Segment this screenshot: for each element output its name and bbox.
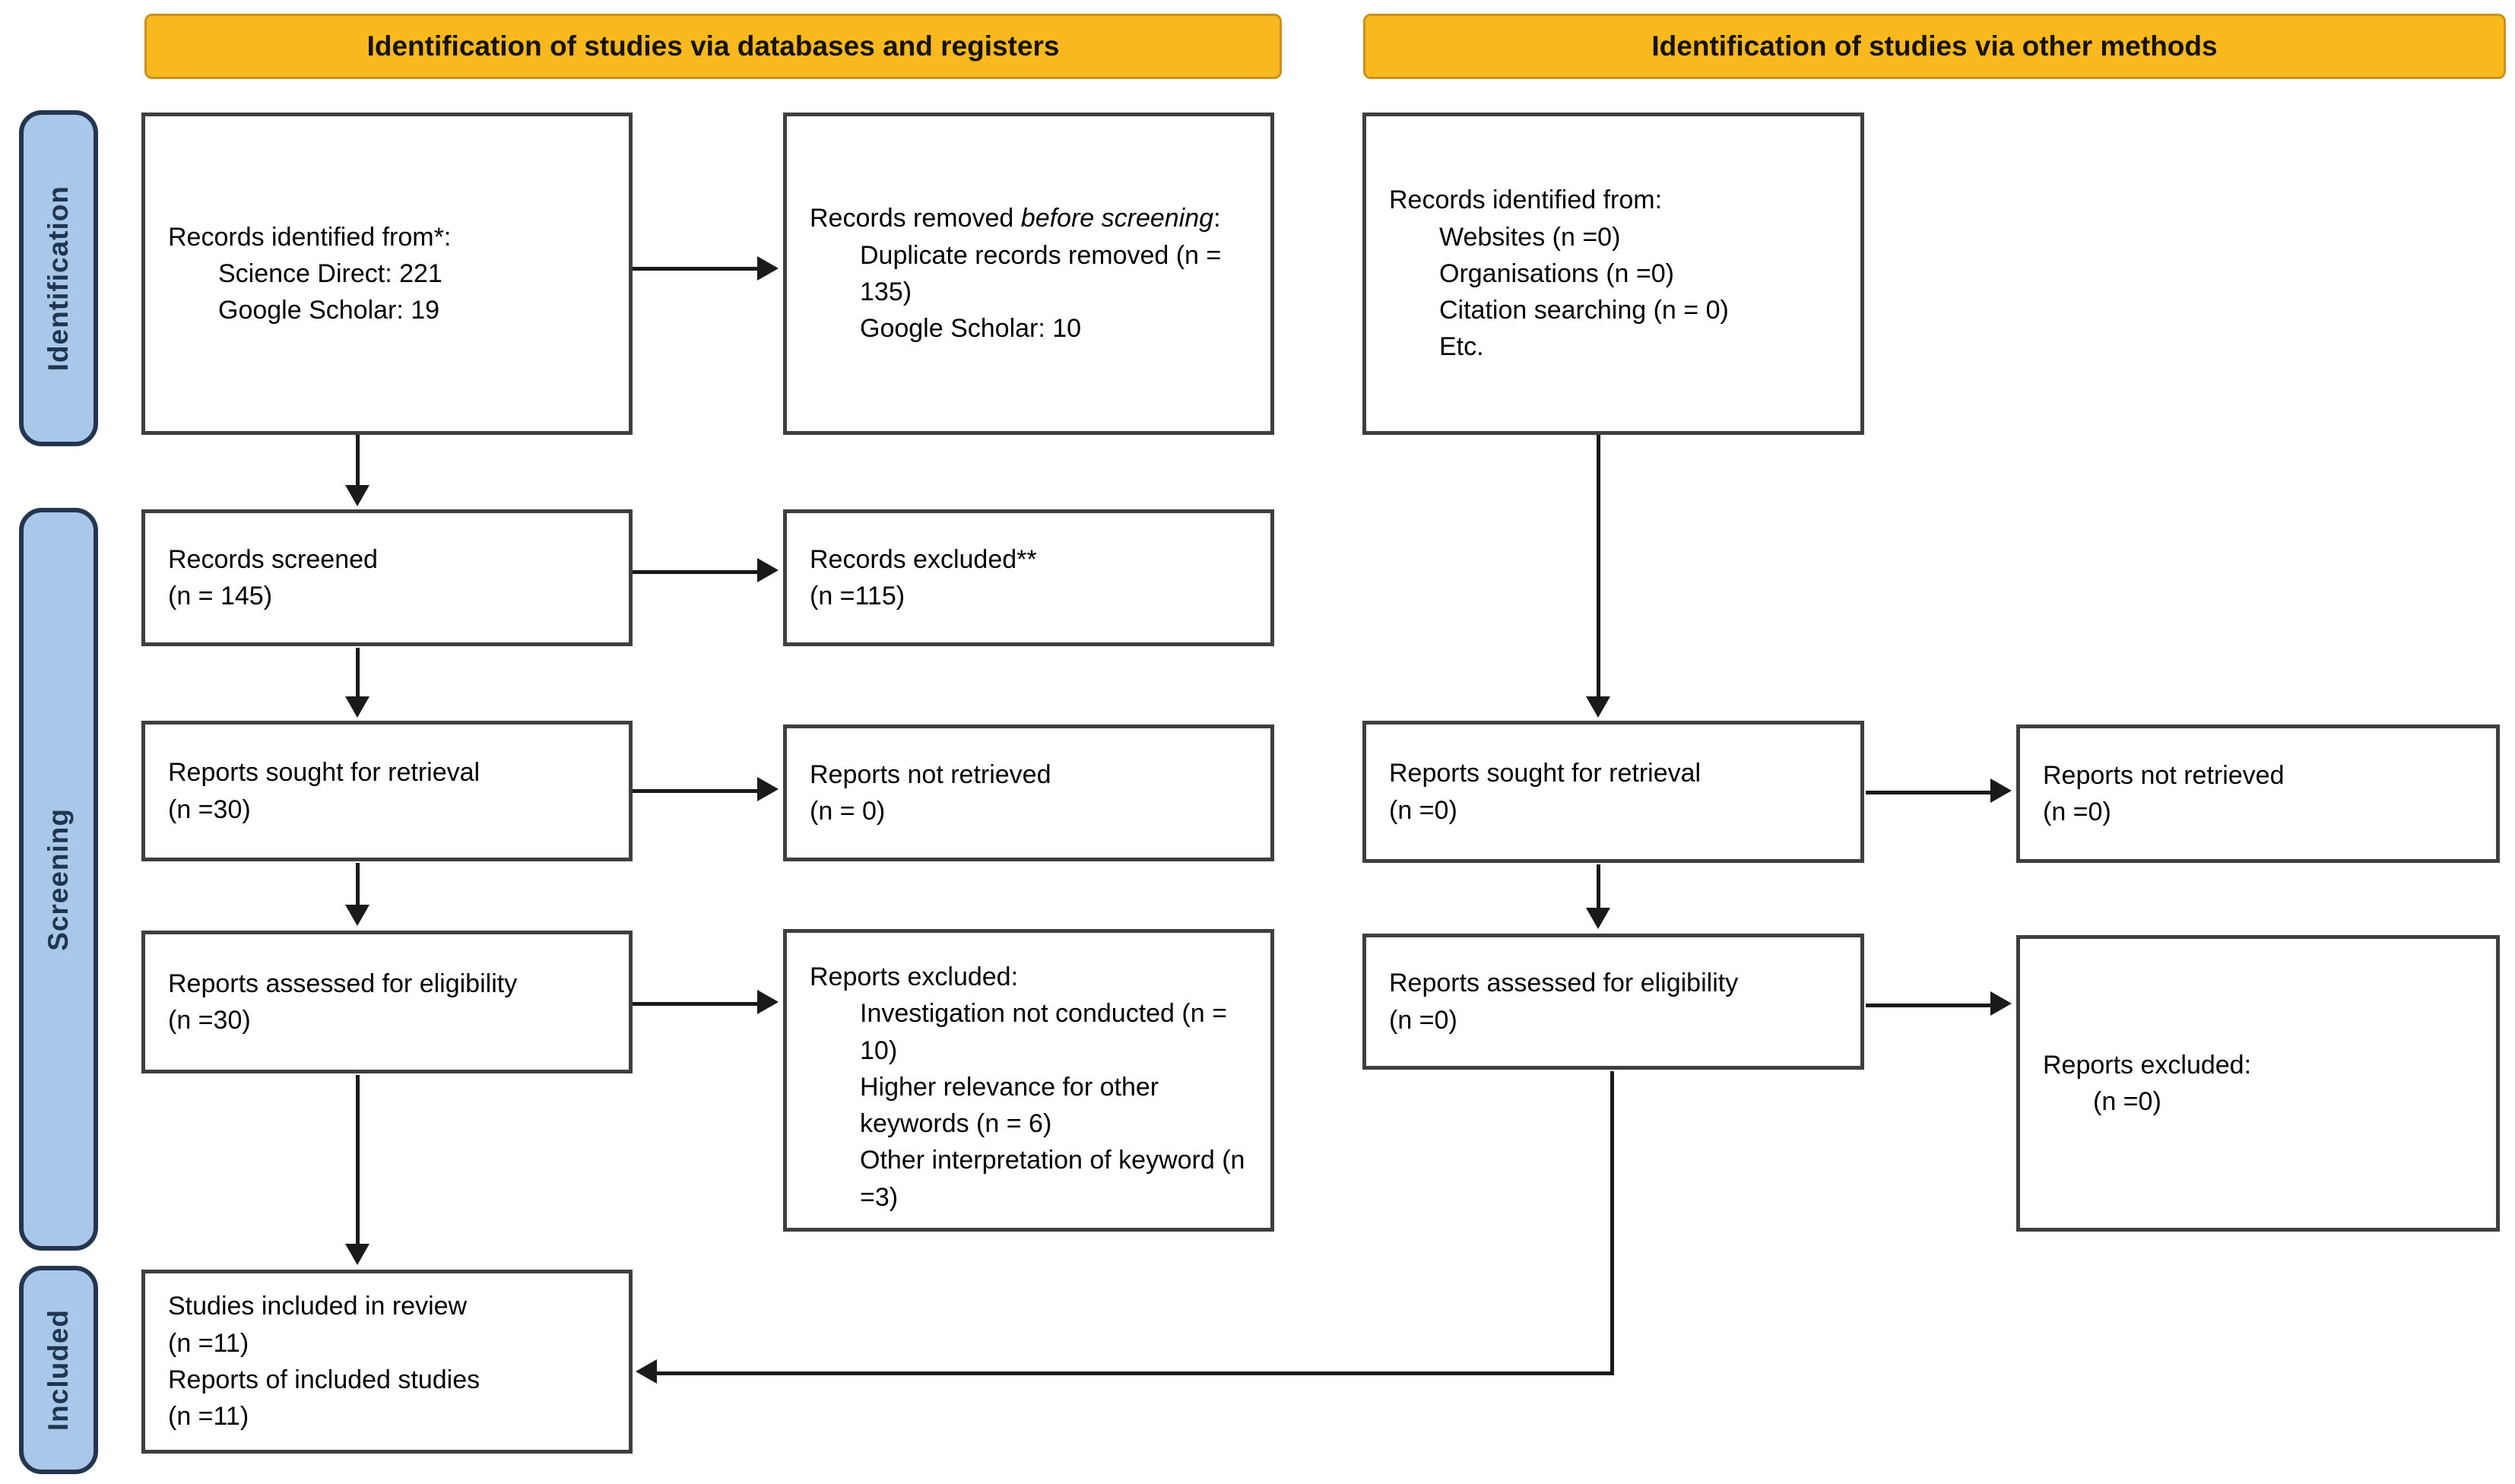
box-records-removed-before-screening: Records removed before screening: Duplic… bbox=[783, 113, 1274, 435]
box-reports-excluded-databases: Reports excluded: Investigation not cond… bbox=[783, 929, 1274, 1232]
box-title: Reports excluded: bbox=[2043, 1050, 2252, 1080]
box-item: Organisations (n =0) bbox=[1439, 258, 1674, 288]
banner-label: Identification of studies via other meth… bbox=[1651, 30, 2218, 62]
box-count: (n =115) bbox=[810, 582, 905, 610]
box-reports-not-retrieved-databases: Reports not retrieved (n = 0) bbox=[783, 725, 1274, 861]
box-count: (n = 145) bbox=[168, 582, 273, 610]
box-title: Records screened bbox=[168, 544, 378, 574]
box-records-identified-databases: Records identified from*: Science Direct… bbox=[141, 113, 633, 435]
arrow-assessed-to-included-head-icon bbox=[345, 1244, 369, 1265]
arrow-assessed-other-to-excluded-head-icon bbox=[1990, 991, 2012, 1016]
box-title: Reports excluded: bbox=[810, 962, 1019, 991]
box-item: Google Scholar: 19 bbox=[218, 296, 440, 325]
arrow-identified-to-screened-line bbox=[356, 435, 360, 487]
box-reports-sought-databases: Reports sought for retrieval (n =30) bbox=[141, 721, 633, 861]
box-records-identified-other-methods: Records identified from: Websites (n =0)… bbox=[1362, 113, 1864, 435]
box-count: (n =30) bbox=[168, 794, 251, 824]
box-count: (n = 0) bbox=[810, 797, 886, 826]
arrow-sought-to-assessed-line bbox=[356, 863, 360, 906]
stage-label-text: Identification bbox=[43, 185, 74, 372]
box-item: Etc. bbox=[1439, 332, 1484, 362]
box-title: Reports of included studies bbox=[168, 1365, 480, 1394]
arrow-sought-to-notretrieved-head-icon bbox=[757, 777, 779, 801]
box-title: Records identified from: bbox=[1389, 186, 1663, 215]
stage-label-identification: Identification bbox=[19, 110, 98, 446]
banner-label: Identification of studies via databases … bbox=[366, 30, 1060, 62]
box-records-screened: Records screened (n = 145) bbox=[141, 509, 633, 646]
arrow-assessed-to-excluded-line bbox=[633, 1002, 759, 1006]
arrow-assessed-to-excluded-head-icon bbox=[757, 990, 779, 1014]
arrow-sought-to-notretrieved-line bbox=[633, 789, 759, 793]
box-count: (n =30) bbox=[168, 1006, 251, 1035]
title-text: : bbox=[1213, 204, 1221, 233]
box-title: Reports assessed for eligibility bbox=[168, 969, 518, 998]
arrow-identified-other-to-sought-head-icon bbox=[1586, 696, 1610, 718]
box-title: Records excluded** bbox=[810, 544, 1037, 574]
banner-databases-registers: Identification of studies via databases … bbox=[144, 14, 1282, 79]
box-records-excluded: Records excluded** (n =115) bbox=[783, 509, 1274, 646]
box-title: Studies included in review bbox=[168, 1292, 468, 1321]
title-text: Records removed bbox=[810, 204, 1021, 233]
box-count: (n =0) bbox=[2043, 797, 2111, 826]
arrow-sought-other-to-notretrieved-line bbox=[1866, 791, 1992, 794]
box-item: Other interpretation of keyword (n =3) bbox=[860, 1146, 1245, 1212]
arrow-assessed-other-to-included-vertical-line bbox=[1610, 1071, 1614, 1375]
arrow-assessed-other-to-included-head-icon bbox=[636, 1359, 657, 1384]
box-reports-sought-other: Reports sought for retrieval (n =0) bbox=[1362, 721, 1864, 863]
arrow-assessed-other-to-included-horizontal-line bbox=[657, 1371, 1614, 1375]
arrow-assessed-to-included-line bbox=[356, 1075, 360, 1245]
arrow-sought-other-to-assessed-line bbox=[1597, 864, 1600, 909]
stage-label-text: Screening bbox=[43, 807, 74, 951]
box-title: Reports sought for retrieval bbox=[1389, 759, 1702, 788]
box-title: Reports sought for retrieval bbox=[168, 758, 480, 788]
box-count: (n =0) bbox=[1389, 795, 1457, 825]
box-count: (n =0) bbox=[2093, 1087, 2161, 1116]
stage-label-text: Included bbox=[43, 1308, 74, 1432]
box-title: Reports assessed for eligibility bbox=[1389, 969, 1739, 998]
arrow-screened-to-sought-line bbox=[356, 648, 360, 698]
banner-other-methods: Identification of studies via other meth… bbox=[1363, 14, 2506, 79]
arrow-identified-to-screened-head-icon bbox=[345, 485, 369, 506]
title-italic-phrase: before screening bbox=[1020, 204, 1214, 233]
box-reports-assessed-databases: Reports assessed for eligibility (n =30) bbox=[141, 931, 633, 1073]
arrow-screened-to-excluded-head-icon bbox=[757, 558, 779, 582]
box-item: Google Scholar: 10 bbox=[860, 314, 1082, 344]
box-title: Reports not retrieved bbox=[810, 759, 1051, 789]
arrow-sought-other-to-notretrieved-head-icon bbox=[1990, 778, 2012, 803]
box-title: Records removed before screening: bbox=[810, 200, 1254, 236]
arrow-identified-to-removed-head-icon bbox=[757, 256, 779, 281]
box-item: Websites (n =0) bbox=[1439, 222, 1621, 252]
arrow-identified-other-to-sought-line bbox=[1597, 435, 1600, 698]
stage-label-screening: Screening bbox=[19, 508, 98, 1251]
arrow-assessed-other-to-excluded-line bbox=[1866, 1004, 1992, 1007]
arrow-screened-to-excluded-line bbox=[633, 570, 759, 574]
box-count: (n =11) bbox=[168, 1328, 249, 1358]
box-studies-included: Studies included in review (n =11) Repor… bbox=[141, 1270, 633, 1454]
box-count: (n =0) bbox=[1389, 1005, 1457, 1035]
box-item: Science Direct: 221 bbox=[218, 258, 442, 288]
box-item: Citation searching (n = 0) bbox=[1439, 296, 1729, 325]
box-item: Higher relevance for other keywords (n =… bbox=[860, 1072, 1159, 1139]
box-item: Investigation not conducted (n = 10) bbox=[860, 999, 1227, 1065]
arrow-screened-to-sought-head-icon bbox=[345, 696, 369, 718]
arrow-identified-to-removed-line bbox=[633, 267, 760, 271]
box-reports-excluded-other: Reports excluded: (n =0) bbox=[2016, 935, 2500, 1232]
box-reports-not-retrieved-other: Reports not retrieved (n =0) bbox=[2016, 725, 2500, 863]
box-count: (n =11) bbox=[168, 1402, 249, 1432]
box-reports-assessed-other: Reports assessed for eligibility (n =0) bbox=[1362, 934, 1864, 1070]
box-title: Records identified from*: bbox=[168, 222, 452, 252]
stage-label-included: Included bbox=[19, 1266, 98, 1474]
box-item: Duplicate records removed (n = 135) bbox=[860, 240, 1222, 306]
box-title: Reports not retrieved bbox=[2043, 760, 2285, 790]
arrow-sought-to-assessed-head-icon bbox=[345, 905, 369, 926]
arrow-sought-other-to-assessed-head-icon bbox=[1586, 908, 1610, 929]
